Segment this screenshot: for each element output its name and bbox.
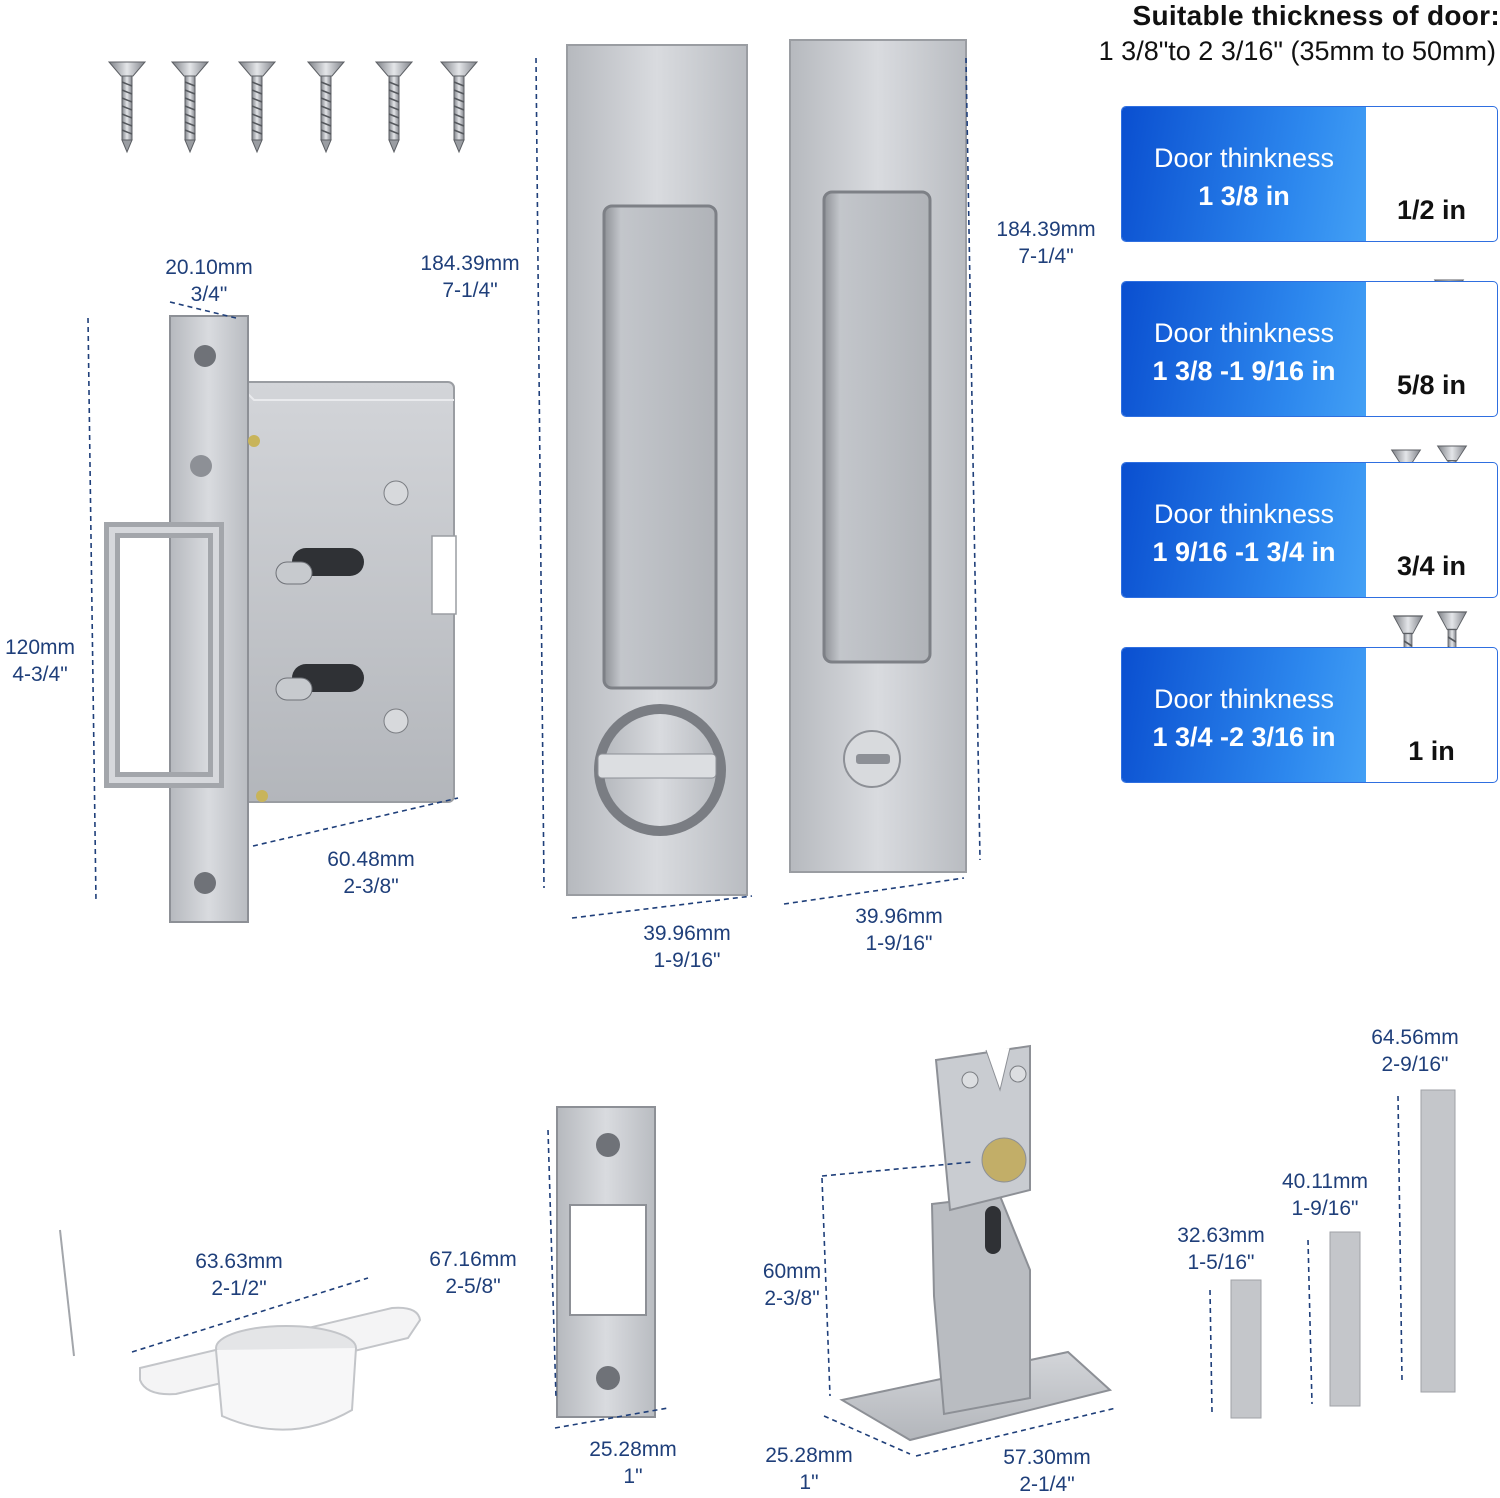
card-screw-length: 3/4 in	[1396, 551, 1467, 581]
dim-mm: 57.30mm	[1003, 1446, 1091, 1469]
dim-in: 1-5/16"	[1187, 1251, 1255, 1274]
dim-pull-left-width: 39.96mm 1-9/16"	[628, 920, 746, 974]
pull-plate-right	[789, 39, 967, 873]
card-door-range: 1 3/8 -1 9/16 in	[1152, 356, 1336, 386]
dim-strike-plate-height: 67.16mm 2-5/8"	[414, 1246, 532, 1300]
dim-in: 1"	[799, 1471, 819, 1494]
dim-mm: 67.16mm	[429, 1248, 517, 1271]
dim-in: 4-3/4"	[12, 663, 68, 686]
card-screw-panel: 1 in	[1366, 648, 1497, 782]
dim-mm: 39.96mm	[855, 905, 943, 928]
dim-pull-right-height: 184.39mm 7-1/4"	[986, 216, 1106, 270]
card-label-panel: Door thinkness 1 3/8 -1 9/16 in	[1122, 282, 1366, 416]
dim-lock-body-height: 120mm 4-3/4"	[0, 634, 80, 688]
thickness-range: 1 3/8"to 2 3/16" (35mm to 50mm)	[1098, 36, 1496, 66]
card-screw-panel: 3/4 in	[1366, 463, 1497, 597]
dim-in: 1-9/16"	[865, 932, 933, 955]
dim-mm: 120mm	[4, 636, 76, 659]
dim-in: 1"	[623, 1465, 643, 1488]
screw-option-card: Door thinkness 1 3/4 -2 3/16 in 1 in	[1121, 647, 1498, 783]
dust-box	[59, 1229, 422, 1431]
dim-lock-body-width: 20.10mm 3/4"	[150, 254, 268, 308]
dim-latch-guide-depth: 25.28mm 1"	[750, 1442, 868, 1496]
dimension-lines	[87, 57, 1403, 1457]
card-screw-length: 1 in	[1408, 736, 1455, 766]
dim-mm: 25.28mm	[765, 1444, 853, 1467]
card-title: Door thinkness	[1153, 318, 1335, 348]
dim-in: 2-1/2"	[211, 1277, 267, 1300]
screw-option-card: Door thinkness 1 9/16 -1 3/4 in 3/4 in	[1121, 462, 1498, 598]
dim-mm: 39.96mm	[643, 922, 731, 945]
screw-option-card: Door thinkness 1 3/8 in 1/2 in	[1121, 106, 1498, 242]
card-door-range: 1 3/4 -2 3/16 in	[1152, 722, 1336, 752]
mounting-screws	[108, 61, 478, 153]
dim-mm: 63.63mm	[195, 1250, 283, 1273]
dim-in: 2-1/4"	[1019, 1473, 1075, 1496]
card-screw-length: 1/2 in	[1396, 195, 1467, 225]
dim-mm: 20.10mm	[165, 256, 253, 279]
dim-in: 2-9/16"	[1381, 1053, 1449, 1076]
thickness-heading: Suitable thickness of door:	[1132, 0, 1500, 31]
card-screw-panel: 1/2 in	[1366, 107, 1497, 241]
card-door-range: 1 9/16 -1 3/4 in	[1152, 537, 1336, 567]
dim-strike-plate-width: 25.28mm 1"	[574, 1436, 692, 1490]
dim-spindle-short: 32.63mm 1-5/16"	[1162, 1222, 1280, 1276]
dim-mm: 32.63mm	[1177, 1224, 1265, 1247]
dim-lock-body-depth: 60.48mm 2-3/8"	[312, 846, 430, 900]
dim-mm: 40.11mm	[1282, 1170, 1368, 1193]
card-screw-length: 5/8 in	[1396, 370, 1467, 400]
screw-option-card: Door thinkness 1 3/8 -1 9/16 in 5/8 in	[1121, 281, 1498, 417]
card-label-panel: Door thinkness 1 9/16 -1 3/4 in	[1122, 463, 1366, 597]
spindle-bars	[1230, 1089, 1456, 1419]
dim-spindle-medium: 40.11mm 1-9/16"	[1266, 1168, 1384, 1222]
dim-mm: 184.39mm	[420, 252, 520, 275]
card-door-range: 1 3/8 in	[1198, 181, 1290, 211]
card-title: Door thinkness	[1153, 499, 1335, 529]
latch-guide	[839, 1044, 1113, 1442]
dim-mm: 60.48mm	[327, 848, 415, 871]
card-title: Door thinkness	[1153, 143, 1335, 173]
card-label-panel: Door thinkness 1 3/8 in	[1122, 107, 1366, 241]
mortise-lock-body	[104, 315, 457, 923]
dim-mm: 60mm	[762, 1260, 822, 1283]
dim-in: 7-1/4"	[1018, 245, 1074, 268]
dim-in: 1-9/16"	[1291, 1197, 1359, 1220]
card-title: Door thinkness	[1153, 684, 1335, 714]
dim-in: 2-3/8"	[764, 1287, 820, 1310]
dim-mm: 25.28mm	[589, 1438, 677, 1461]
card-screw-panel: 5/8 in	[1366, 282, 1497, 416]
dim-pull-right-width: 39.96mm 1-9/16"	[840, 903, 958, 957]
dim-pull-left-height: 184.39mm 7-1/4"	[410, 250, 530, 304]
dim-mm: 64.56mm	[1371, 1026, 1459, 1049]
dim-in: 3/4"	[190, 283, 228, 306]
card-label-panel: Door thinkness 1 3/4 -2 3/16 in	[1122, 648, 1366, 782]
dim-latch-guide-height: 60mm 2-3/8"	[750, 1258, 834, 1312]
dim-in: 1-9/16"	[653, 949, 721, 972]
dim-mm: 184.39mm	[996, 218, 1096, 241]
strike-plate	[556, 1106, 656, 1418]
dim-dust-box-length: 63.63mm 2-1/2"	[180, 1248, 298, 1302]
dim-latch-guide-length: 57.30mm 2-1/4"	[988, 1444, 1106, 1498]
dim-in: 7-1/4"	[442, 279, 498, 302]
dim-spindle-long: 64.56mm 2-9/16"	[1356, 1024, 1474, 1078]
dim-in: 2-5/8"	[445, 1275, 501, 1298]
dim-in: 2-3/8"	[343, 875, 399, 898]
pull-plate-left	[566, 44, 748, 896]
